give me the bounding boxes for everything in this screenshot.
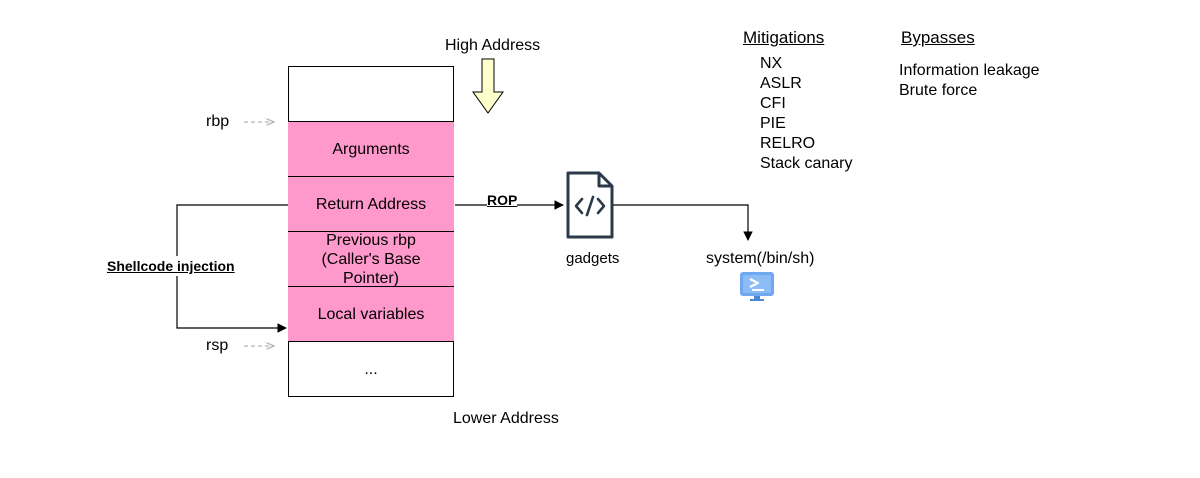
system-call-label: system(/bin/sh): [706, 250, 815, 267]
rbp-label: rbp: [206, 113, 230, 130]
system-connector: [613, 204, 753, 241]
bypass-item: Brute force: [899, 82, 978, 99]
stack-cell-previous-rbp: Previous rbp (Caller's Base Pointer): [288, 232, 454, 287]
mitigation-item: ASLR: [760, 75, 802, 92]
stack-cell-return-address: Return Address: [288, 177, 454, 232]
down-arrow-icon: [472, 58, 504, 114]
stack-divider: [288, 121, 454, 122]
bypasses-list: Information leakage Brute force: [899, 61, 1040, 101]
bypass-item: Information leakage: [899, 62, 1040, 79]
mitigation-item: PIE: [760, 115, 786, 132]
mitigation-item: CFI: [760, 95, 786, 112]
stack-divider: [288, 341, 454, 342]
shellcode-injection-label: Shellcode injection: [107, 256, 235, 276]
mitigations-list: NX ASLR CFI PIE RELRO Stack canary: [760, 54, 852, 174]
stack-divider: [288, 176, 454, 177]
stack-cell-arguments: Arguments: [288, 122, 454, 177]
stack-cell-local-variables: Local variables: [288, 287, 454, 342]
stack-divider: [288, 286, 454, 287]
mitigation-item: NX: [760, 55, 783, 72]
gadgets-label: gadgets: [566, 250, 620, 267]
terminal-icon: [740, 272, 774, 301]
code-file-icon: [566, 171, 614, 239]
lower-address-label: Lower Address: [453, 410, 559, 427]
rsp-label: rsp: [206, 337, 229, 354]
rop-label: ROP: [487, 190, 518, 210]
stack-cell-ellipsis: ...: [364, 361, 378, 378]
stack-divider: [288, 231, 454, 232]
mitigation-item: RELRO: [760, 135, 816, 152]
mitigations-title: Mitigations: [743, 28, 825, 47]
mitigation-item: Stack canary: [760, 155, 853, 172]
high-address-label: High Address: [445, 37, 541, 54]
bypasses-title: Bypasses: [901, 28, 975, 47]
stack-cell-top: [288, 66, 454, 122]
